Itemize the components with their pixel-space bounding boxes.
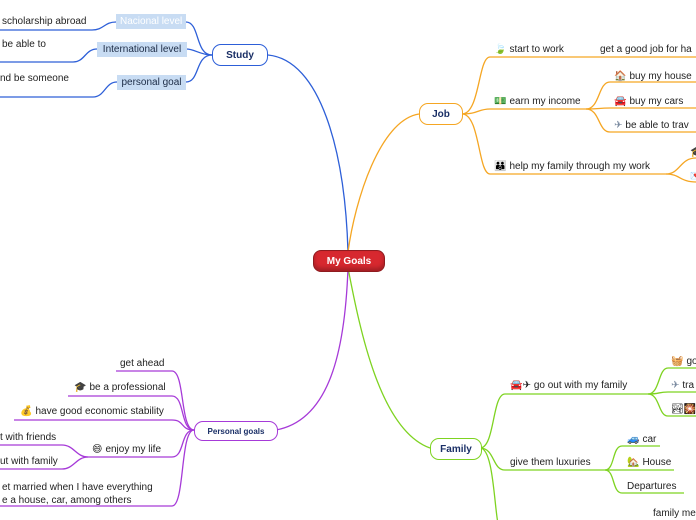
family-icon: 👪 xyxy=(494,161,507,172)
smile-icon: 😄 xyxy=(92,444,103,455)
family-luxuries[interactable]: give them luxuries xyxy=(510,457,591,468)
job-earn-income[interactable]: 💵earn my income xyxy=(494,96,581,107)
topic-study[interactable]: Study xyxy=(212,44,268,66)
job-start-to-work[interactable]: 🍃start to work xyxy=(494,44,564,55)
family-travel[interactable]: ✈tra xyxy=(671,380,695,391)
job-buy-house[interactable]: 🏠buy my house xyxy=(614,71,692,82)
car-icon: 🚘 xyxy=(614,96,627,107)
picnic-icon: 🧺 xyxy=(671,356,684,367)
family-lux-departures[interactable]: Departures xyxy=(627,481,677,492)
topic-personal-goals[interactable]: Personal goals xyxy=(194,421,278,441)
topic-family-label: Family xyxy=(440,443,472,455)
study-level-personal[interactable]: personal goal xyxy=(117,75,186,90)
topic-study-label: Study xyxy=(226,49,254,61)
job-good-job[interactable]: get a good job for ha xyxy=(600,44,692,55)
study-level-national[interactable]: Nacional level xyxy=(116,14,186,29)
personal-get-married[interactable]: et married when I have everything e a ho… xyxy=(2,482,153,506)
job-help-child-icon-1: 🎓 xyxy=(690,146,696,159)
topic-job-label: Job xyxy=(432,108,450,120)
topic-family[interactable]: Family xyxy=(430,438,482,460)
vehicle-icon: 🚙 xyxy=(627,434,640,445)
personal-professional[interactable]: 🎓be a professional xyxy=(74,382,166,393)
graduate-icon: 🎓 xyxy=(74,382,87,393)
family-members[interactable]: family me xyxy=(653,508,696,519)
house-icon: 🏡 xyxy=(627,457,640,468)
personal-enjoy-life[interactable]: 😄enjoy my life xyxy=(92,444,162,455)
study-level-international[interactable]: International level xyxy=(97,42,187,57)
study-be-someone[interactable]: nd be someone xyxy=(0,73,69,84)
central-topic[interactable]: My Goals xyxy=(313,250,385,272)
family-go-picnic[interactable]: 🧺go xyxy=(671,356,696,367)
job-buy-cars[interactable]: 🚘buy my cars xyxy=(614,96,684,107)
leaf-icon: 🍃 xyxy=(494,44,507,55)
family-outing-images: 🏞🎇 xyxy=(671,404,696,415)
job-help-child-icon-2: 💌 xyxy=(690,170,696,183)
family-go-out[interactable]: 🚘✈go out with my family xyxy=(510,380,628,391)
family-lux-car[interactable]: 🚙car xyxy=(627,434,657,445)
study-be-able-to[interactable]: be able to xyxy=(2,39,46,50)
topic-job[interactable]: Job xyxy=(419,103,463,125)
job-help-family[interactable]: 👪help my family through my work xyxy=(494,161,651,172)
personal-get-ahead[interactable]: get ahead xyxy=(120,358,165,369)
personal-with-family[interactable]: ut with family xyxy=(0,456,58,467)
house-icon: 🏠 xyxy=(614,71,627,82)
car-plane-icon: 🚘✈ xyxy=(510,380,531,391)
job-travel[interactable]: ✈be able to trav xyxy=(614,120,689,131)
airplane-icon: ✈ xyxy=(614,120,623,131)
money-bag-icon: 💰 xyxy=(20,406,33,417)
personal-economic-stability[interactable]: 💰have good economic stability xyxy=(20,406,164,417)
topic-personal-goals-label: Personal goals xyxy=(207,426,265,436)
family-lux-house[interactable]: 🏡House xyxy=(627,457,672,468)
money-icon: 💵 xyxy=(494,96,507,107)
study-scholarship[interactable]: scholarship abroad xyxy=(2,16,87,27)
central-topic-label: My Goals xyxy=(326,255,372,267)
airplane-icon: ✈ xyxy=(671,380,680,391)
personal-with-friends[interactable]: t with friends xyxy=(0,432,57,443)
